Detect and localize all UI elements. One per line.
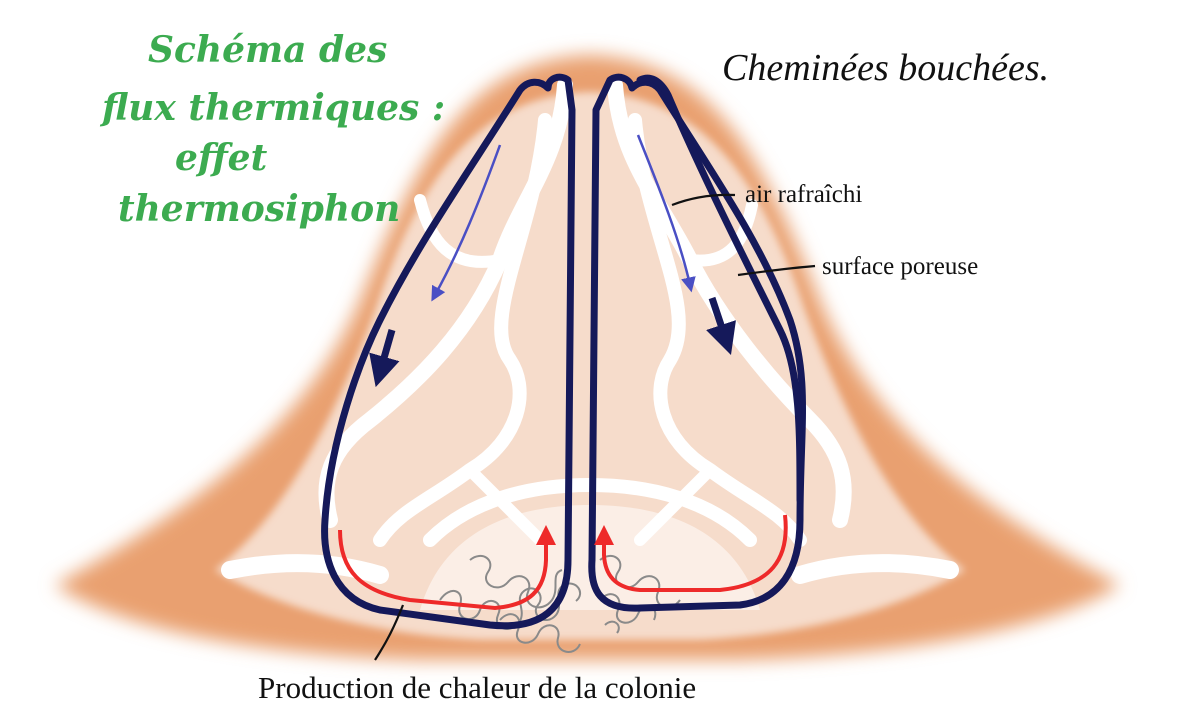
title-line-1: Schéma des bbox=[148, 29, 387, 71]
subtitle: Cheminées bouchées. bbox=[722, 47, 1049, 89]
title-line-3: effet bbox=[175, 137, 268, 179]
title-line-2: flux thermiques : bbox=[99, 87, 445, 129]
surface-label: surface poreuse bbox=[822, 253, 978, 280]
diagram-title: Schéma des flux thermiques : effet therm… bbox=[99, 29, 445, 230]
title-line-4: thermosiphon bbox=[118, 188, 400, 230]
air-label: air rafraîchi bbox=[745, 181, 862, 208]
heat-production-caption: Production de chaleur de la colonie bbox=[258, 670, 696, 705]
